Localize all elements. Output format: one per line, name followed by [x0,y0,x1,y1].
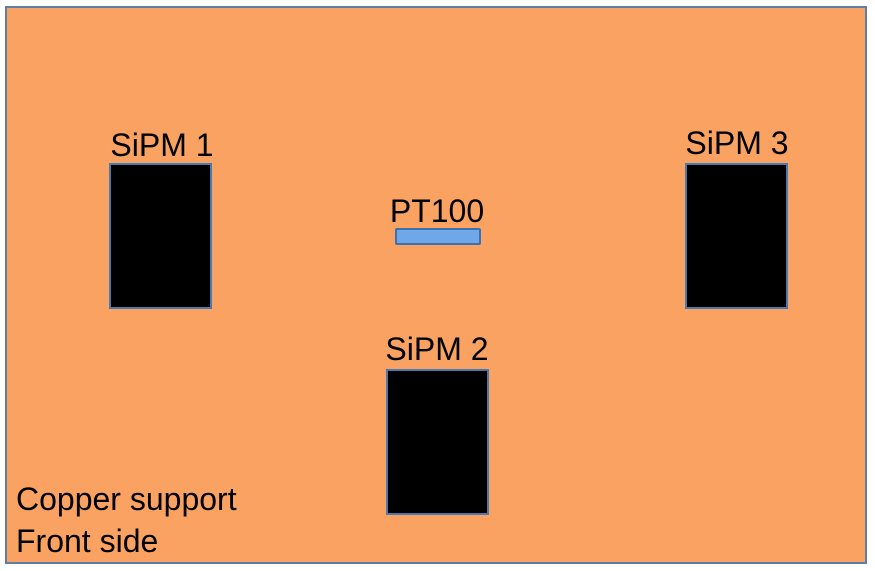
sipm-2-label: SiPM 2 [385,331,489,367]
sipm-2-chip [386,369,489,515]
board-caption: Copper support Front side [16,478,237,562]
sipm-1-label: SiPM 1 [110,127,214,163]
sipm-3-label: SiPM 3 [685,125,789,161]
pt100-label: PT100 [389,193,485,229]
pt100-sensor [395,228,481,245]
sipm-1-chip [109,163,212,309]
sipm-3-chip [685,163,788,309]
caption-line-2: Front side [16,523,159,559]
caption-line-1: Copper support [16,481,237,517]
